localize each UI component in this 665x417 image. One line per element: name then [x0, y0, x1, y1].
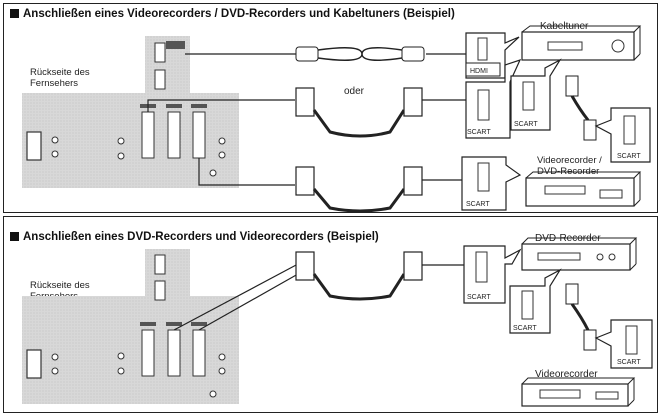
scart-port-label: SCART: [514, 121, 538, 128]
hdmi-port-icon: [154, 42, 166, 63]
hdmi-plug-icon: [295, 46, 319, 62]
section2-title: Anschließen eines DVD-Recorders und Vide…: [10, 231, 379, 243]
tv-scart-socket-1: [141, 111, 155, 159]
scart-callout: [510, 58, 562, 131]
scart-plug-icon: [565, 283, 579, 305]
scart-port-label: SCART: [617, 153, 641, 160]
scart-port-label: SCART: [513, 325, 537, 332]
scart-plug-icon: [295, 166, 315, 196]
tv-hdmi-area-2: [145, 249, 190, 304]
scart-port-label: SCART: [466, 201, 490, 208]
vga-port-icon: [26, 131, 42, 161]
hdmi-port-label: HDMI: [470, 68, 488, 75]
scart-plug-icon: [295, 251, 315, 281]
scart-callout: [594, 319, 653, 369]
scart-callout: [509, 268, 562, 334]
scart-callout: [461, 156, 522, 211]
scart-port-label: SCART: [467, 294, 491, 301]
scart-plug-icon: [583, 329, 597, 351]
scart-port-label: SCART: [467, 129, 491, 136]
scart-plug-icon: [295, 87, 315, 117]
scart-plug-icon: [403, 87, 423, 117]
tv-scart-socket-2: [167, 329, 181, 377]
vcr-label: Videorecorder: [535, 369, 598, 380]
tv-scart-socket-3: [192, 329, 206, 377]
scart-plug-icon: [403, 251, 423, 281]
or-label: oder: [344, 86, 365, 97]
scart-port-label: SCART: [617, 359, 641, 366]
hdmi-port-icon: [154, 254, 166, 275]
scart-plug-icon: [403, 166, 423, 196]
tv-scart-socket-3: [192, 111, 206, 159]
scart-plug-icon: [583, 119, 597, 141]
section1-title: Anschließen eines Videorecorders / DVD-R…: [10, 8, 455, 20]
hdmi-port-icon: [154, 69, 166, 90]
tv-scart-socket-1: [141, 329, 155, 377]
vga-port-icon: [26, 349, 42, 379]
hdmi-plug-icon: [401, 46, 425, 62]
scart-plug-icon: [565, 75, 579, 97]
tv-scart-socket-2: [167, 111, 181, 159]
scart-callout: [594, 107, 651, 163]
hdmi-port-icon: [154, 280, 166, 301]
